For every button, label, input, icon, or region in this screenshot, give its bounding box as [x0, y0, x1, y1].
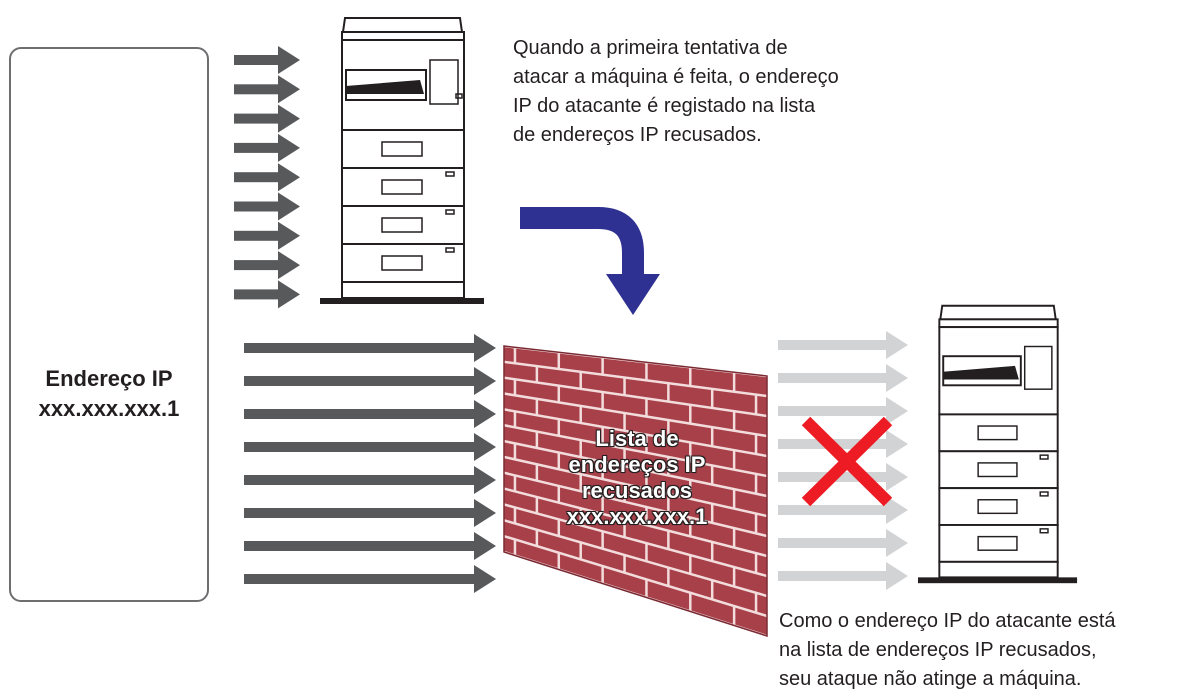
- note-line: Quando a primeira tentativa de: [513, 37, 788, 59]
- attack-arrow: [234, 46, 300, 74]
- attack-arrow: [234, 280, 300, 309]
- attacker-label-line2: xxx.xxx.xxx.1: [38, 396, 180, 421]
- blocked-arrow: [778, 331, 908, 359]
- attack-arrow: [244, 334, 496, 362]
- attack-arrows-wall: [244, 334, 496, 593]
- blocked-arrow: [778, 529, 908, 557]
- note-line: Como o endereço IP do atacante está: [779, 610, 1116, 632]
- rejected-ip-list-label: Lista de endereços IP recusados xxx.xxx.…: [512, 426, 762, 530]
- blocked-arrow: [778, 397, 908, 425]
- attack-arrow: [234, 104, 300, 133]
- blocked-attack-note: Como o endereço IP do atacante está na l…: [779, 607, 1116, 694]
- attack-arrow: [234, 192, 300, 221]
- wall-label-line: endereços IP: [568, 452, 706, 478]
- blocked-arrow: [778, 562, 908, 590]
- attacker-ip-label: Endereço IP xxx.xxx.xxx.1: [9, 364, 209, 424]
- blocked-arrow: [778, 496, 908, 524]
- wall-label-line: Lista de: [595, 426, 679, 452]
- attack-arrow: [244, 466, 496, 494]
- attacker-panel: [9, 47, 209, 602]
- note-line: na lista de endereços IP recusados,: [779, 639, 1097, 661]
- attacker-label-line1: Endereço IP: [45, 366, 173, 391]
- attack-arrow: [244, 367, 496, 395]
- curved-arrow-icon: [520, 207, 660, 315]
- blocked-arrow: [778, 364, 908, 392]
- wall-label-line: xxx.xxx.xxx.1: [566, 504, 708, 530]
- printer-icon: [320, 17, 484, 304]
- note-line: atacar a máquina é feita, o endereço: [513, 66, 839, 88]
- attack-arrow: [244, 499, 496, 527]
- attack-arrow: [234, 163, 300, 192]
- attack-arrow: [234, 251, 300, 280]
- note-line: IP do atacante é registado na lista: [513, 95, 816, 117]
- attack-arrow: [244, 565, 496, 593]
- attack-arrow: [234, 133, 300, 162]
- cross-icon: [801, 416, 893, 507]
- attack-arrow: [234, 75, 300, 104]
- note-line: seu ataque não atinge a máquina.: [779, 668, 1082, 690]
- note-line: de endereços IP recusados.: [513, 124, 762, 146]
- brick-wall: [503, 345, 768, 638]
- wall-label-line: recusados: [581, 478, 693, 504]
- first-attempt-note: Quando a primeira tentativa de atacar a …: [513, 34, 839, 150]
- attack-arrows-top: [234, 46, 300, 309]
- attack-arrow: [244, 433, 496, 461]
- attack-arrow: [234, 221, 300, 250]
- attack-arrow: [244, 532, 496, 560]
- printer-icon: [918, 304, 1078, 584]
- attack-arrow: [244, 400, 496, 428]
